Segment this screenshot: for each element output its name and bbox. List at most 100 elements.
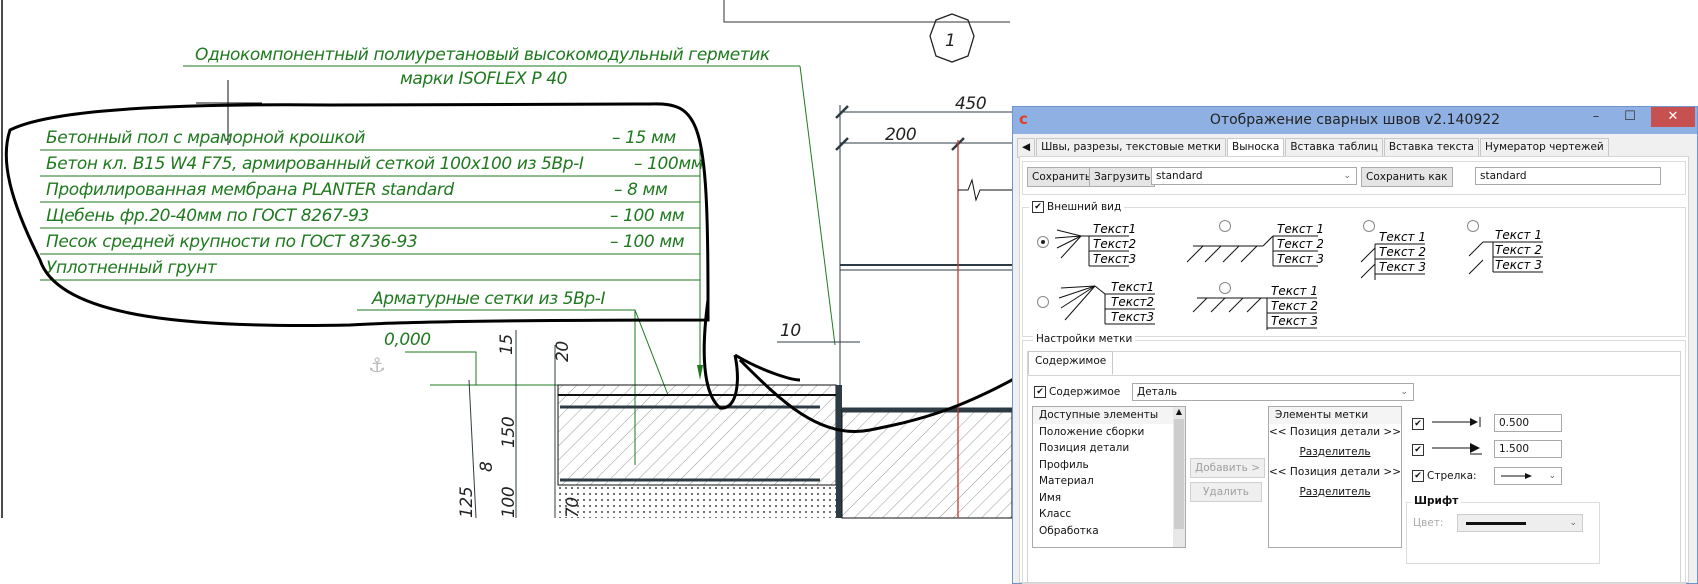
appearance-label-text: Внешний вид	[1047, 201, 1122, 213]
save-as-button[interactable]: Сохранить как	[1361, 167, 1453, 187]
list-item[interactable]: Материал	[1039, 475, 1094, 487]
add-button[interactable]: Добавить >	[1190, 458, 1265, 478]
font-group-label: Шрифт	[1411, 495, 1462, 507]
leader-style-radio-2[interactable]	[1219, 220, 1231, 232]
arrow-style-icon	[1501, 473, 1532, 479]
leader-style-preview-5: Текст1 Текст2 Текст3	[1058, 280, 1155, 325]
leader-style-radio-3[interactable]	[1363, 220, 1375, 232]
label-elements-list[interactable]: Элементы метки << Позиция детали >> Разд…	[1268, 406, 1402, 548]
leader-style-preview-2: Текст 1 Текст 2 Текст 3	[1186, 222, 1323, 267]
layer-name: Бетонный пол с мраморной крошкой	[46, 128, 365, 148]
tab-drawing-numerator[interactable]: Нумератор чертежей	[1479, 138, 1609, 158]
arrow-offset-icon	[1432, 443, 1482, 455]
arrow-style-select[interactable]: ⌄	[1494, 467, 1562, 485]
preset-select[interactable]: standard⌄	[1151, 167, 1357, 185]
minimize-button[interactable]: –	[1592, 109, 1600, 124]
arrow-checkbox-box[interactable]: ✔	[1412, 470, 1424, 482]
sample-text: Текст 1	[1495, 228, 1542, 242]
offset1-input[interactable]: 0.500	[1494, 414, 1562, 432]
appearance-group: ✔Внешний вид Текст1 Текст2 Текст3 Текст …	[1022, 201, 1686, 337]
layer-name: Уплотненный грунт	[46, 258, 218, 278]
level-mark-line	[405, 351, 477, 385]
scroll-up-icon[interactable]: ▲	[1175, 407, 1183, 416]
sample-text: Текст 3	[1271, 314, 1318, 328]
layer-thickness: – 15 мм	[612, 128, 676, 148]
preset-value: standard	[1156, 170, 1203, 182]
content-checkbox[interactable]: ✔Содержимое	[1034, 386, 1120, 398]
leader-style-radio-4[interactable]	[1467, 220, 1479, 232]
freehand-annotation	[4, 102, 710, 328]
list-item[interactable]: Разделитель	[1299, 485, 1371, 498]
offset1-checkbox[interactable]: ✔	[1412, 418, 1424, 430]
list-item[interactable]: Положение сборки	[1039, 425, 1145, 438]
dim-200: 200	[885, 125, 916, 145]
list-item[interactable]: Класс	[1039, 508, 1072, 520]
sample-text: Текст 2	[1495, 243, 1542, 257]
remove-button[interactable]: Удалить	[1190, 482, 1262, 502]
layer-thickness: – 100 мм	[610, 206, 685, 226]
sample-text: Текст 3	[1495, 258, 1542, 272]
font-group: Шрифт Цвет: ⌄	[1406, 495, 1600, 564]
dim-8: 8	[477, 461, 497, 472]
content-type-select[interactable]: Деталь ⌄	[1132, 383, 1414, 401]
weld-display-dialog: c Отображение сварных швов v2.140922 – ☐…	[1012, 106, 1698, 584]
preset-toolbar: Сохранить Загрузить standard⌄ Сохранить …	[1022, 161, 1686, 195]
dim-20: 20	[553, 341, 573, 362]
leader-style-preview-4: Текст 1 Текст 2 Текст 3	[1468, 228, 1543, 275]
scrollbar-thumb[interactable]	[1174, 419, 1184, 529]
leader-line	[799, 65, 836, 346]
layer-name: Щебень фр.20-40мм по ГОСТ 8267-93	[46, 206, 369, 226]
list-item[interactable]: << Позиция детали >>	[1269, 425, 1402, 438]
sample-text: Текст1	[1111, 280, 1154, 294]
list-item[interactable]: Позиция детали	[1039, 442, 1130, 454]
list-item[interactable]: Разделитель	[1299, 445, 1371, 458]
offset2-input[interactable]: 1.500	[1494, 440, 1562, 458]
close-button[interactable]: ✕	[1651, 107, 1695, 127]
arrow-label: Стрелка:	[1427, 470, 1477, 482]
content-type-value: Деталь	[1137, 386, 1178, 398]
sample-text: Текст1	[1093, 222, 1136, 236]
tab-scroll-left-icon[interactable]: ◀	[1017, 138, 1036, 158]
rebar-note: Арматурные сетки из 5Вр-I	[371, 289, 606, 309]
load-button[interactable]: Загрузить	[1089, 167, 1156, 187]
leader-style-radio-1[interactable]	[1037, 236, 1049, 248]
tab-insert-text[interactable]: Вставка текста	[1383, 138, 1479, 158]
dim-450: 450	[955, 94, 986, 114]
chevron-down-icon: ⌄	[1400, 387, 1408, 397]
leader-style-radio-6[interactable]	[1219, 282, 1231, 294]
chevron-down-icon: ⌄	[1569, 518, 1577, 528]
title-bar[interactable]: c Отображение сварных швов v2.140922 – ☐…	[1013, 107, 1697, 134]
floor-slab-section	[557, 384, 1013, 519]
arrow-checkbox[interactable]: ✔Стрелка:	[1412, 470, 1477, 482]
list-item[interactable]: Обработка	[1039, 524, 1099, 537]
appearance-checkbox[interactable]: ✔	[1032, 201, 1044, 213]
list-item[interactable]: << Позиция детали >>	[1269, 465, 1402, 478]
leader-style-preview-1: Текст1 Текст2 Текст3	[1054, 222, 1136, 267]
scrollbar[interactable]: ▲	[1173, 407, 1185, 547]
dialog-title: Отображение сварных швов v2.140922	[1209, 112, 1501, 128]
content-tab-frame: Содержимое ✔Содержимое Деталь ⌄ Доступные…	[1027, 351, 1681, 583]
dim-15: 15	[497, 334, 517, 355]
list-item[interactable]: Имя	[1039, 491, 1062, 504]
maximize-button[interactable]: ☐	[1624, 109, 1636, 124]
sample-text: Текст 2	[1271, 299, 1318, 313]
color-select[interactable]: ⌄	[1457, 514, 1583, 532]
tab-bar: ◀ Швы, разрезы, текстовые метки Выноска …	[1017, 138, 1610, 158]
content-checkbox-box[interactable]: ✔	[1034, 386, 1046, 398]
sample-text: Текст 3	[1277, 252, 1323, 266]
save-as-name-input[interactable]: standard	[1475, 167, 1661, 185]
save-button[interactable]: Сохранить	[1027, 167, 1097, 187]
label-settings-group: Настройки метки Содержимое ✔Содержимое Д…	[1022, 333, 1686, 584]
leader-style-radio-5[interactable]	[1037, 296, 1049, 308]
list-item[interactable]: Профиль	[1039, 458, 1089, 471]
tab-welds[interactable]: Швы, разрезы, текстовые метки	[1036, 138, 1226, 158]
sealant-note-line2: марки ISOFLEX P 40	[400, 69, 567, 89]
offset2-checkbox[interactable]: ✔	[1412, 444, 1424, 456]
available-elements-list[interactable]: Доступные элементы Положение сборки Пози…	[1032, 406, 1186, 548]
tab-content[interactable]: Содержимое	[1028, 351, 1114, 375]
tab-leader[interactable]: Выноска	[1227, 138, 1285, 158]
appearance-label[interactable]: ✔Внешний вид	[1029, 201, 1125, 213]
tab-insert-tables[interactable]: Вставка таблиц	[1285, 138, 1383, 158]
app-icon: c	[1019, 110, 1028, 128]
